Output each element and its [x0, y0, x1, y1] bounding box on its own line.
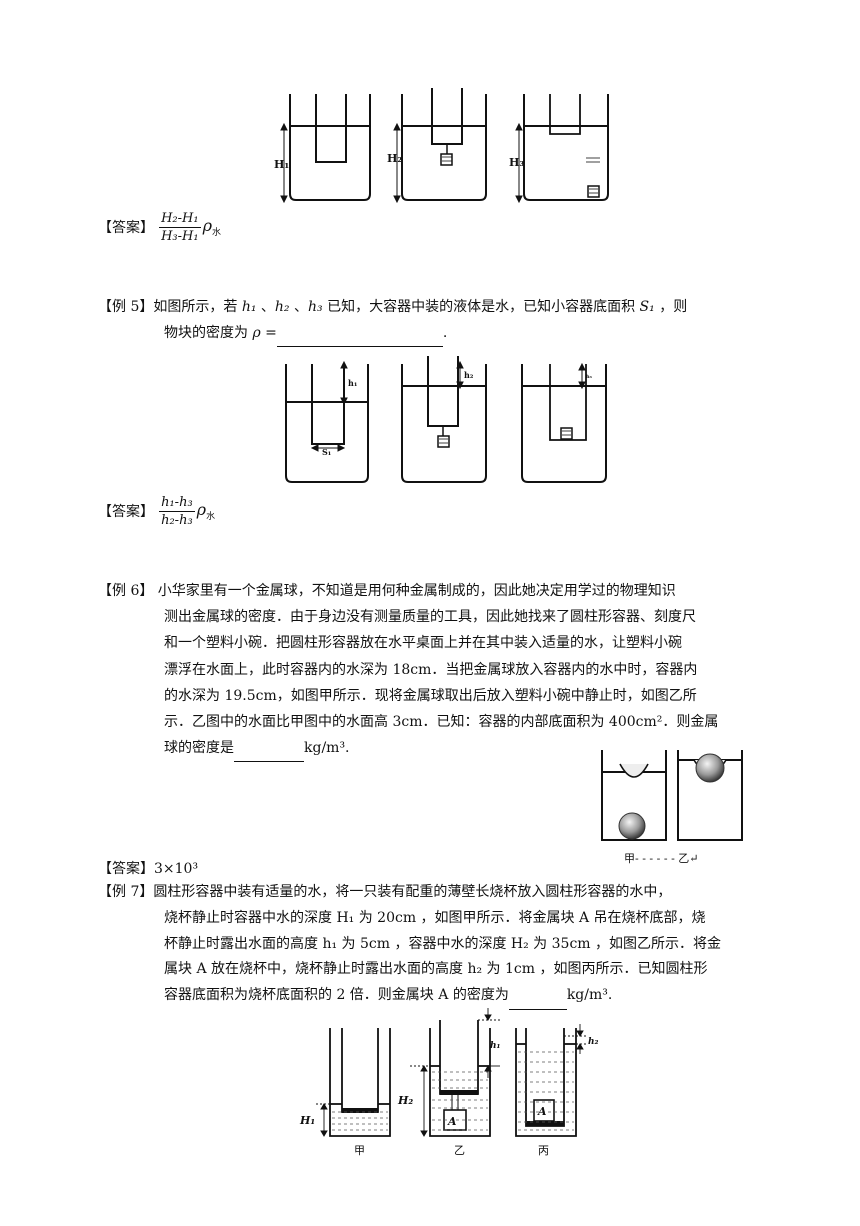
- caption-bing: 丙: [538, 1144, 549, 1157]
- label-h3: h₃: [586, 374, 592, 380]
- answer-fraction: h₁-h₃ h₂-h₃: [159, 495, 195, 528]
- example6-text: 【例 6】 小华家里有一个金属球，不知道是用何种金属制成的，因此她决定用学过的物…: [98, 578, 788, 763]
- figure-example5: h₁ h₂ h₃ S₁: [285, 356, 607, 483]
- label-h2: h₂: [464, 370, 474, 380]
- caption-yi: 乙: [454, 1144, 465, 1157]
- label-H2: H₂: [387, 152, 402, 165]
- figure-example6: 甲- - - - - - 乙↵: [601, 750, 743, 865]
- answer-fraction: H₂-H₁ H₃-H₁: [159, 211, 201, 244]
- label-A-yi: A: [447, 1115, 457, 1128]
- label-H1: H₁: [274, 158, 289, 171]
- example5-text: 【例 5】如图所示，若 h₁ 、h₂ 、h₃ 已知，大容器中装的液体是水，已知小…: [98, 294, 778, 347]
- answer-label: 【答案】: [98, 504, 154, 520]
- figure6-caption: 甲- - - - - - 乙↵: [624, 852, 699, 865]
- answer-example5: 【答案】 h₁-h₃ h₂-h₃ ρ水: [98, 494, 215, 529]
- label-H1: H₁: [299, 1114, 315, 1127]
- answer-blank: ​: [234, 735, 304, 763]
- caption-jia: 甲: [354, 1144, 365, 1157]
- label-S1: S₁: [322, 447, 331, 457]
- example7-text: 【例 7】圆柱形容器中装有适量的水，将一只装有配重的薄壁长烧杯放入圆柱形容器的水…: [98, 880, 788, 1010]
- label-A-bing: A: [537, 1105, 547, 1118]
- label-h1: h₁: [348, 378, 357, 388]
- example-tag: 【例 5】: [98, 299, 154, 315]
- rho-water: ρ水: [202, 216, 222, 239]
- answer-blank: ​: [276, 320, 443, 347]
- label-h1: h₁: [490, 1041, 501, 1051]
- example-tag: 【例 7】: [98, 884, 154, 900]
- label-H3: H₃: [509, 156, 524, 169]
- label-h2: h₂: [588, 1037, 599, 1047]
- answer-example6: 【答案】3×10³: [98, 858, 198, 880]
- answer-label: 【答案】: [98, 220, 154, 236]
- label-H2: H₂: [397, 1094, 413, 1107]
- figure-example4: H₁ H₂ H₃: [274, 88, 609, 204]
- rho-water: ρ水: [196, 500, 216, 523]
- figure-example7: H₁ H₂ h₁ h₂ A A 甲 乙 丙: [299, 1008, 599, 1157]
- answer-blank: ​: [508, 983, 567, 1010]
- answer-label: 【答案】: [98, 861, 154, 877]
- example-tag: 【例 6】: [98, 583, 154, 599]
- answer-value: 3×10³: [154, 861, 199, 877]
- answer-example4: 【答案】 H₂-H₁ H₃-H₁ ρ水: [98, 210, 221, 245]
